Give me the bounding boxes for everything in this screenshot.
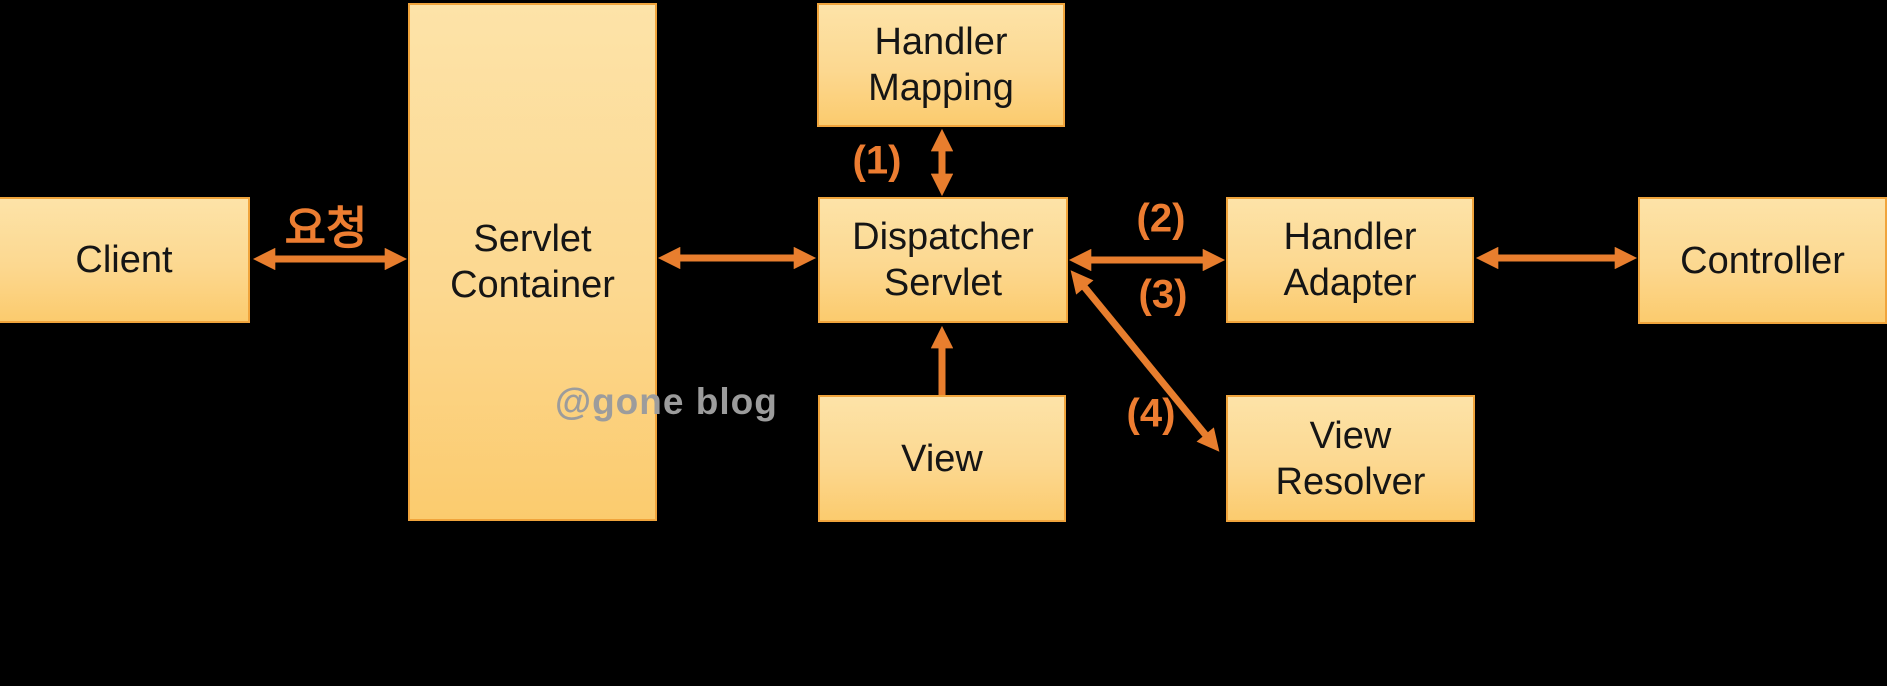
node-servlet-container-label: Servlet Container — [450, 218, 615, 306]
node-dispatcher-servlet-label: Dispatcher Servlet — [852, 216, 1034, 304]
node-client-label: Client — [75, 239, 173, 281]
edge-label-request: 요청 — [284, 202, 368, 254]
node-client: Client — [0, 197, 250, 323]
node-view-label: View — [901, 437, 983, 480]
edge-label-step-3: (3) — [1138, 272, 1188, 317]
node-handler-adapter: Handler Adapter — [1226, 197, 1474, 323]
node-view: View — [818, 395, 1066, 522]
node-controller-label: Controller — [1680, 239, 1845, 282]
node-handler-mapping-label: Handler Mapping — [868, 21, 1014, 109]
watermark: @gone blog — [555, 381, 778, 422]
node-view-resolver: View Resolver — [1226, 395, 1475, 522]
node-controller: Controller — [1638, 197, 1887, 324]
node-handler-adapter-label: Handler Adapter — [1283, 216, 1417, 304]
node-handler-mapping: Handler Mapping — [817, 3, 1065, 127]
arrow-dispatcher-servlet-view-resolver — [1070, 270, 1220, 452]
node-view-resolver-label: View Resolver — [1275, 414, 1426, 503]
edge-label-step-4: (4) — [1126, 391, 1176, 436]
edge-label-step-1: (1) — [852, 138, 902, 183]
node-servlet-container: Servlet Container — [408, 3, 657, 521]
edge-label-step-2: (2) — [1136, 196, 1186, 241]
node-dispatcher-servlet: Dispatcher Servlet — [818, 197, 1068, 323]
